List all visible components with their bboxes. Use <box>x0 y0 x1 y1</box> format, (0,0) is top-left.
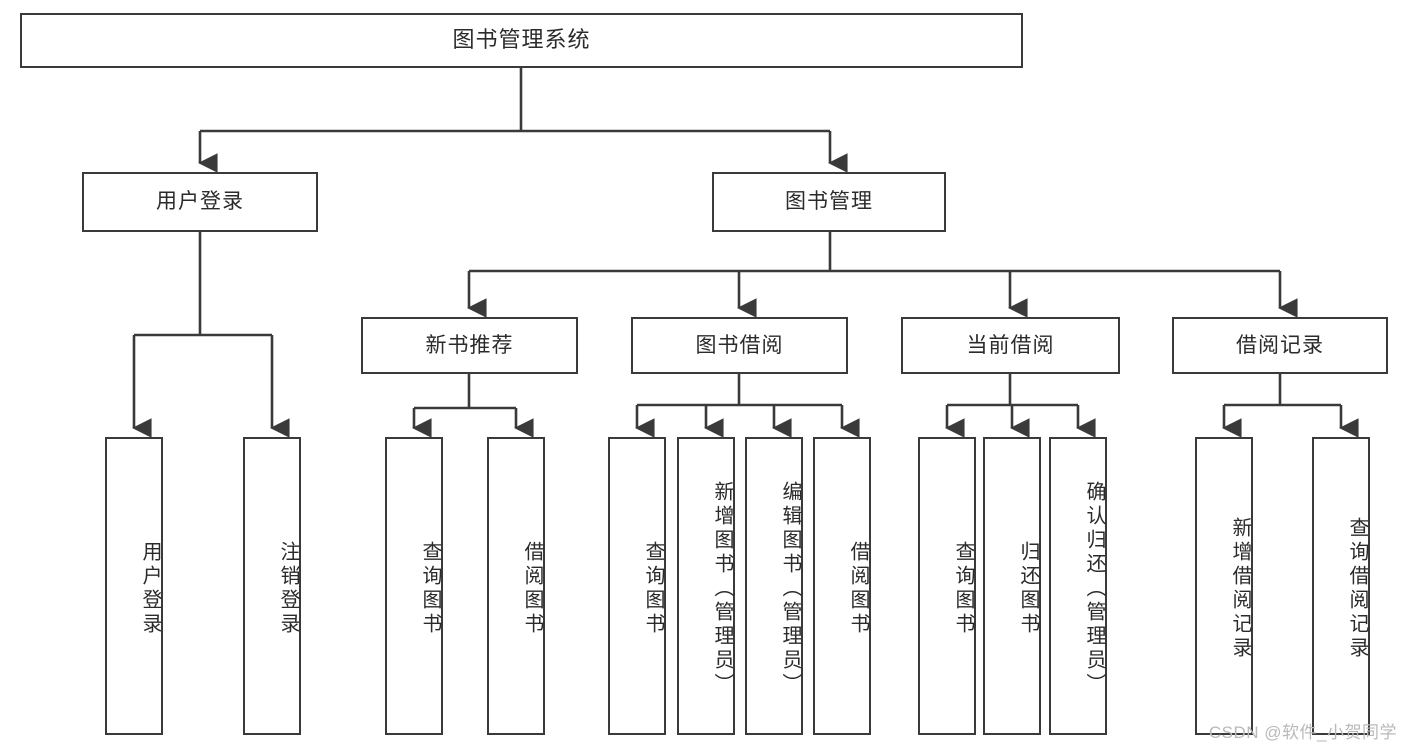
node-book-borrow[interactable]: 图书借阅 <box>631 317 848 374</box>
node-label: 借阅记录 <box>1236 333 1324 357</box>
node-user-login[interactable]: 用户登录 <box>82 172 318 232</box>
node-label: 图书管理系统 <box>452 27 591 53</box>
node-label: 借阅图书 <box>847 541 869 637</box>
csdn-watermark: CSDN @软件_小贺同学 <box>1208 723 1397 742</box>
node-label: 图书管理 <box>785 190 873 214</box>
node-current-borrow[interactable]: 当前借阅 <box>901 317 1120 374</box>
node-leaf-query-record[interactable]: 查询借阅记录 <box>1312 437 1370 735</box>
node-label: 确认归还（管理员） <box>1083 481 1105 697</box>
node-label: 图书借阅 <box>695 333 784 357</box>
node-leaf-borrow-book-2[interactable]: 借阅图书 <box>813 437 871 735</box>
node-leaf-query-book-1[interactable]: 查询图书 <box>385 437 443 735</box>
node-label: 查询图书 <box>952 541 974 637</box>
node-borrow-record[interactable]: 借阅记录 <box>1172 317 1388 374</box>
node-label: 用户登录 <box>156 190 244 214</box>
node-label: 当前借阅 <box>966 333 1055 357</box>
node-root-system[interactable]: 图书管理系统 <box>20 13 1023 68</box>
node-label: 新增图书（管理员） <box>711 481 733 697</box>
node-new-book-recommend[interactable]: 新书推荐 <box>361 317 578 374</box>
node-label: 新书推荐 <box>425 333 514 357</box>
node-label: 查询图书 <box>642 541 664 637</box>
node-label: 用户登录 <box>139 541 161 637</box>
node-label: 注销登录 <box>277 541 299 637</box>
node-leaf-confirm-return[interactable]: 确认归还（管理员） <box>1049 437 1107 735</box>
node-label: 新增借阅记录 <box>1229 517 1251 661</box>
node-label: 归还图书 <box>1017 541 1039 637</box>
node-leaf-add-book[interactable]: 新增图书（管理员） <box>677 437 735 735</box>
node-leaf-edit-book[interactable]: 编辑图书（管理员） <box>745 437 803 735</box>
node-leaf-add-record[interactable]: 新增借阅记录 <box>1195 437 1253 735</box>
node-leaf-borrow-book-1[interactable]: 借阅图书 <box>487 437 545 735</box>
node-book-management[interactable]: 图书管理 <box>712 172 946 232</box>
node-label: 借阅图书 <box>521 541 543 637</box>
node-label: 查询借阅记录 <box>1346 517 1368 661</box>
node-leaf-user-logout[interactable]: 注销登录 <box>243 437 301 735</box>
node-leaf-query-book-2[interactable]: 查询图书 <box>608 437 666 735</box>
node-label: 查询图书 <box>419 541 441 637</box>
node-leaf-query-book-3[interactable]: 查询图书 <box>918 437 976 735</box>
node-leaf-user-login[interactable]: 用户登录 <box>105 437 163 735</box>
node-leaf-return-book[interactable]: 归还图书 <box>983 437 1041 735</box>
node-label: 编辑图书（管理员） <box>779 481 801 697</box>
